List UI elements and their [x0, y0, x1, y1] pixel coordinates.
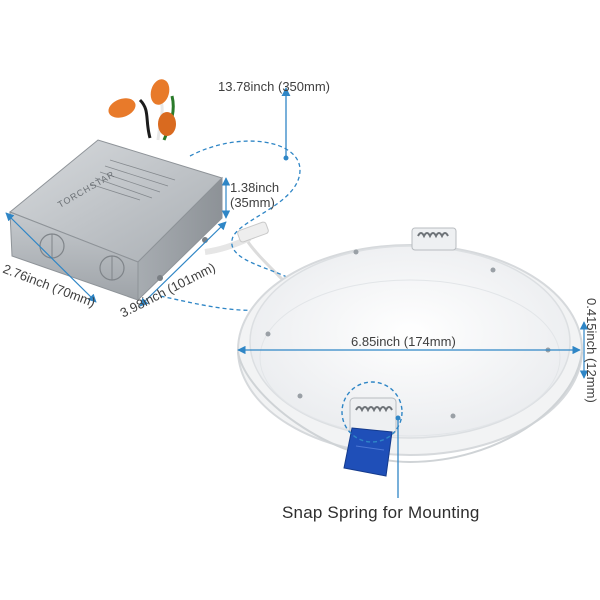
wire-nut-icon	[108, 98, 136, 118]
led-panel	[237, 227, 583, 477]
box-length-line	[139, 221, 227, 307]
panel-face	[249, 245, 571, 439]
box-height-label-2: (35mm)	[230, 195, 275, 210]
wire-nut-icon	[150, 79, 170, 105]
box-width-line	[5, 212, 97, 303]
wire-bundle	[108, 79, 176, 141]
diameter-label: 6.85inch (174mm)	[351, 334, 456, 349]
blue-clip-tab	[343, 427, 393, 477]
spring-clip-bottom	[343, 397, 397, 477]
cable-dashed-outline	[159, 140, 301, 311]
spring-clip-top	[411, 227, 457, 251]
mounting-caption: Snap Spring for Mounting	[282, 503, 480, 522]
cable-length-label: 13.78inch (350mm)	[218, 79, 330, 94]
wire-nut-icon	[158, 112, 176, 136]
thickness-label: 0.415inch (12mm)	[584, 298, 599, 403]
spring-callout-circle	[341, 381, 403, 443]
cable-connector	[237, 221, 269, 243]
box-height-label-1: 1.38inch	[230, 180, 280, 195]
